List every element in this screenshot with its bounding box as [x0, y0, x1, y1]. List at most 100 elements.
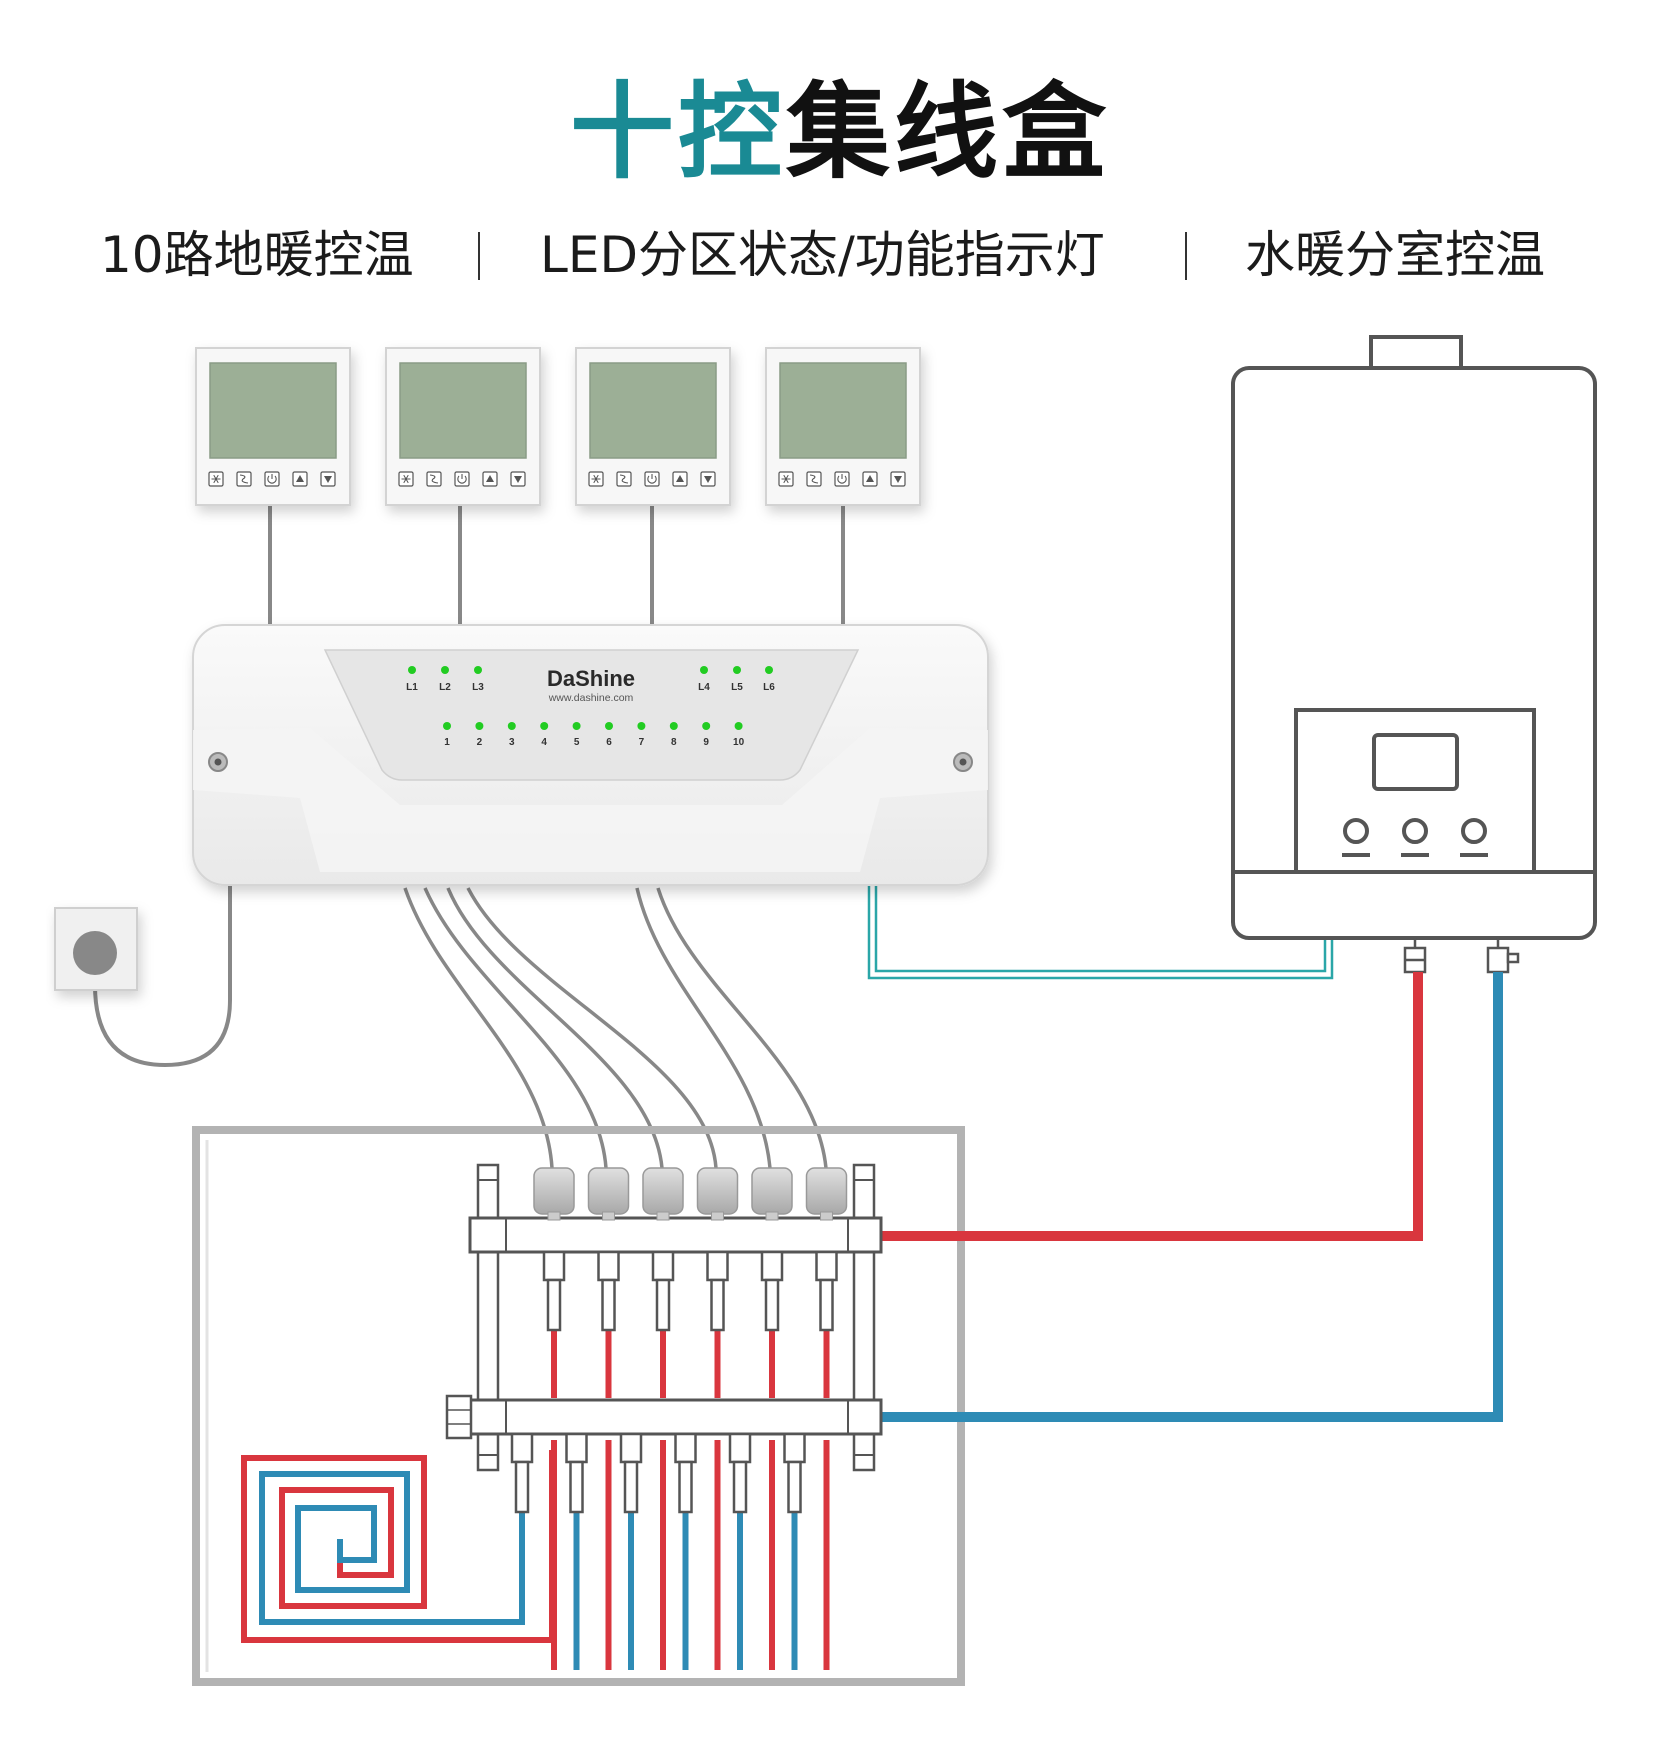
actuator-head: [533, 1167, 575, 1215]
return-outlet: [674, 1432, 697, 1514]
screw-center: [214, 758, 222, 766]
channel-led: [572, 722, 581, 730]
channel-led: [605, 722, 613, 730]
valve-outlet: [655, 1278, 671, 1332]
hub-lower-panel: [193, 728, 988, 872]
boiler: [1231, 335, 1597, 940]
wire-line: [867, 885, 1334, 980]
zone-led: [441, 666, 449, 674]
glyph: [866, 475, 874, 482]
boiler-flue: [1369, 335, 1463, 370]
thermostat-screen: [589, 362, 717, 459]
glyph: [593, 474, 599, 484]
channel-led-label: 5: [574, 737, 580, 748]
actuator-head: [696, 1167, 739, 1215]
actuator-head: [587, 1167, 630, 1215]
actuator-head: [805, 1167, 848, 1215]
thermostat: [575, 347, 731, 506]
up-arrow-icon: [672, 471, 688, 487]
return-outlet: [510, 1432, 534, 1514]
glyph: [837, 475, 847, 484]
return-connector: [1486, 946, 1510, 974]
fan-icon: [616, 471, 632, 487]
manifold-enclosure: [192, 1126, 965, 1686]
zone-led-label: L6: [763, 682, 775, 693]
channel-led: [637, 722, 646, 730]
actuator-head: [751, 1167, 793, 1215]
zone-led: [700, 666, 708, 674]
feature-item: LED分区状态/功能指示灯: [540, 226, 1105, 284]
outlet-stem: [514, 1460, 530, 1514]
feature-item: 10路地暖控温: [100, 226, 414, 284]
actuator-neck: [602, 1211, 615, 1221]
zone-led-label: L4: [698, 682, 710, 693]
power-icon: [264, 471, 280, 487]
down-arrow-icon: [320, 471, 336, 487]
thermostat-screen: [399, 362, 527, 459]
actuator-neck: [820, 1211, 833, 1221]
manifold-end-nut: [445, 1394, 473, 1440]
glyph: [647, 475, 657, 484]
glyph: [213, 474, 219, 484]
valve-body: [706, 1250, 729, 1282]
glyph: [619, 474, 629, 484]
actuator-neck: [711, 1211, 724, 1221]
channel-led-label: 2: [477, 737, 483, 748]
socket-hole: [73, 931, 117, 975]
up-arrow-icon: [292, 471, 308, 487]
outlet-stem: [678, 1460, 693, 1514]
outlet-body: [674, 1432, 697, 1464]
snowflake-icon: [208, 471, 224, 487]
return-outlet: [783, 1432, 806, 1514]
valve-outlet: [819, 1278, 834, 1332]
valve-body: [651, 1250, 675, 1282]
channel-led: [540, 722, 549, 730]
valve-outlet: [546, 1278, 562, 1332]
zone-led: [733, 666, 741, 674]
glyph: [486, 475, 494, 482]
valve-outlet: [764, 1278, 780, 1332]
down-arrow-icon: [700, 471, 716, 487]
feature-list: 10路地暖控温 LED分区状态/功能指示灯 水暖分室控温: [0, 220, 1680, 290]
fan-icon: [236, 471, 252, 487]
power-cable: [93, 885, 232, 1068]
zone-led-label: L1: [406, 682, 418, 693]
zone-led-label: L2: [439, 682, 451, 693]
feature-item: 水暖分室控温: [1245, 226, 1545, 284]
glyph: [809, 474, 819, 484]
valve-outlet: [710, 1278, 725, 1332]
boiler-return-pipe: [881, 972, 1503, 1422]
boiler-connectors: [1403, 938, 1520, 974]
zone-led-label: L3: [472, 682, 484, 693]
thermostat-cables: [268, 505, 845, 630]
channel-led: [443, 722, 451, 730]
power-icon: [454, 471, 470, 487]
glyph: [403, 474, 409, 484]
snowflake-icon: [398, 471, 414, 487]
return-header-bar: [468, 1398, 883, 1436]
boiler-knobs: [1342, 818, 1488, 857]
actuator: [642, 1167, 684, 1332]
outlet-stem: [787, 1460, 802, 1514]
glyph: [514, 476, 522, 483]
glyph: [267, 475, 277, 484]
return-outlet: [619, 1432, 643, 1514]
valve-body: [760, 1250, 784, 1282]
thermostats: [195, 347, 921, 506]
boiler-display: [1372, 733, 1459, 791]
page-title: 十控集线盒: [0, 80, 1680, 184]
zone-led-label: L5: [731, 682, 743, 693]
boiler-knob: [1343, 818, 1369, 844]
glyph: [429, 474, 439, 484]
return-outlet: [565, 1432, 588, 1514]
up-arrow-icon: [482, 471, 498, 487]
down-arrow-icon: [510, 471, 526, 487]
outlet-body: [510, 1432, 534, 1464]
feature-divider: [478, 232, 480, 280]
fan-icon: [426, 471, 442, 487]
glyph: [704, 476, 712, 483]
zone-led: [474, 666, 482, 674]
zone-led: [765, 666, 773, 674]
wire-line: [874, 885, 1327, 973]
